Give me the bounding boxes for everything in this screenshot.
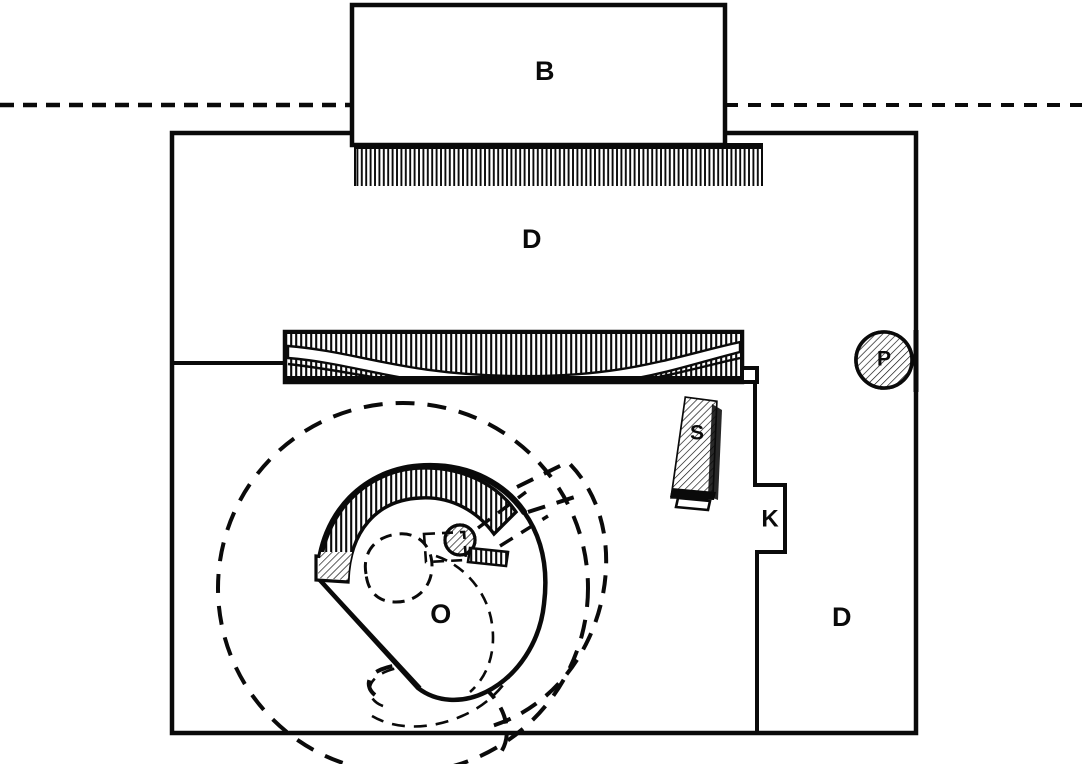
cam-position-arcs (491, 459, 609, 728)
cam-pivot-seat (466, 546, 510, 568)
cam-hub-dashed (363, 532, 434, 604)
cam-swept-circle (216, 401, 590, 764)
label-D-lower: D (832, 602, 852, 632)
label-P: P (877, 348, 891, 371)
cam-leader-lines (476, 490, 549, 548)
cam-shoulder-dashed (435, 554, 495, 693)
block-B-hatching (355, 149, 762, 186)
guide-rail-K (753, 382, 787, 733)
figure-labels: B D P S K O D (430, 56, 891, 632)
label-O: O (430, 599, 452, 629)
beam-right-ledge (740, 366, 759, 384)
rotating-cam-O (216, 401, 609, 764)
pin-P (854, 330, 919, 392)
cam-keyway-dashed (422, 530, 468, 564)
wedge-S (670, 396, 722, 512)
hatched-beam (282, 329, 759, 385)
label-K: K (761, 505, 779, 532)
block-B (349, 2, 763, 186)
block-B-seat (354, 143, 763, 150)
label-B: B (535, 56, 555, 86)
label-S: S (690, 422, 704, 445)
label-D-upper: D (522, 224, 542, 254)
